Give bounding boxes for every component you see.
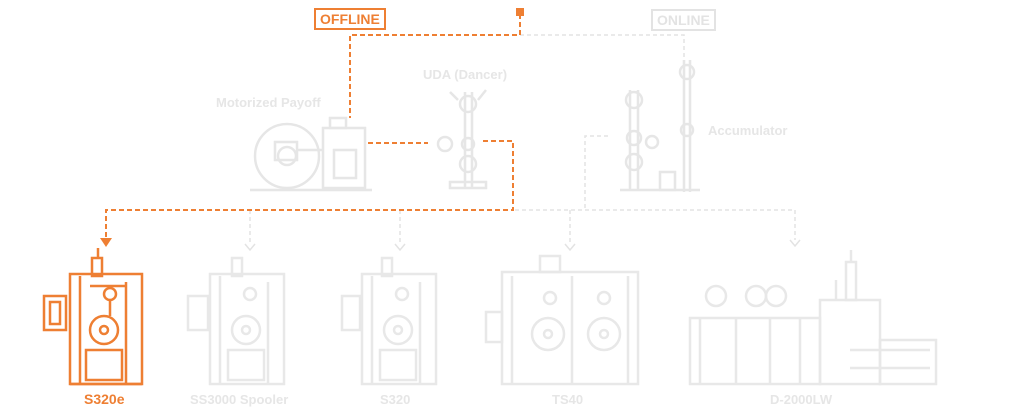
accumulator-illustration <box>620 60 700 192</box>
online-status-label: ONLINE <box>651 9 716 31</box>
machine-label-s320e: S320e <box>84 391 125 407</box>
offline-status-label: OFFLINE <box>314 8 386 30</box>
online-arrowheads <box>244 239 801 252</box>
uda-to-s320e-line <box>105 140 514 238</box>
d2000lw-machine-illustration <box>688 250 938 386</box>
motorized-payoff-label: Motorized Payoff <box>216 95 321 110</box>
machine-label-s320: S320 <box>380 392 411 407</box>
accumulator-feed-line <box>584 135 608 210</box>
uda-dancer-label: UDA (Dancer) <box>423 67 508 82</box>
accumulator-label: Accumulator <box>708 123 788 138</box>
junction-node <box>516 8 524 16</box>
offline-top-line <box>349 14 521 118</box>
uda-dancer-illustration <box>436 89 488 190</box>
online-top-line <box>520 34 685 58</box>
online-distribution-line <box>515 209 796 240</box>
machine-label-ss3000-spooler: SS3000 Spooler <box>190 392 289 407</box>
online-connection-lines <box>249 34 796 244</box>
s320-machine-illustration <box>340 256 438 386</box>
s320e-arrowhead <box>100 238 112 247</box>
offline-connection-lines <box>105 14 521 238</box>
s320e-machine-illustration <box>42 248 144 386</box>
machine-label-d2000lw: D-2000LW <box>770 392 833 407</box>
machine-label-ts40: TS40 <box>552 392 584 407</box>
motorized-payoff-illustration <box>250 116 372 192</box>
ts40-machine-illustration <box>484 254 640 386</box>
ss3000-machine-illustration <box>186 256 286 386</box>
